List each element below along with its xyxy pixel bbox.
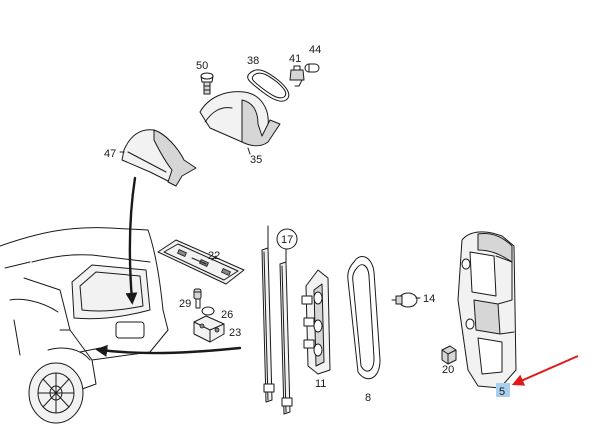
label-50: 50 bbox=[196, 60, 208, 72]
label-29: 29 bbox=[179, 298, 191, 310]
label-35: 35 bbox=[250, 154, 262, 166]
rear-wheel bbox=[28, 362, 84, 424]
label-22: 22 bbox=[208, 250, 220, 262]
part-17-seal-strips bbox=[261, 225, 293, 415]
part-8-tail-lamp-gasket bbox=[347, 256, 381, 380]
part-5-tail-lamp bbox=[457, 231, 517, 389]
label-5: 5 bbox=[499, 386, 505, 398]
label-20: 20 bbox=[442, 364, 454, 376]
part-47-cover bbox=[121, 129, 197, 187]
part-11-lamp-holder bbox=[301, 269, 331, 375]
part-26-lens bbox=[201, 306, 215, 316]
part-50-screw bbox=[200, 72, 214, 95]
car-rear-illustration bbox=[0, 227, 169, 393]
label-44: 44 bbox=[309, 44, 321, 56]
label-17: 17 bbox=[281, 234, 293, 246]
part-22-trim-bracket bbox=[157, 239, 245, 285]
part-35-brake-light-housing bbox=[199, 91, 281, 147]
label-38: 38 bbox=[247, 55, 259, 67]
label-23: 23 bbox=[229, 327, 241, 339]
label-41: 41 bbox=[289, 53, 301, 65]
label-47: 47 bbox=[104, 148, 116, 160]
pointer-arrow bbox=[511, 355, 579, 386]
label-14: 14 bbox=[423, 293, 435, 305]
part-38-gasket bbox=[247, 69, 290, 102]
leader-lines bbox=[119, 147, 421, 299]
label-8: 8 bbox=[365, 392, 371, 404]
label-26: 26 bbox=[221, 309, 233, 321]
part-41-bulb-socket bbox=[289, 65, 305, 87]
part-29-bulb-holder bbox=[193, 288, 202, 309]
part-44-bulb bbox=[304, 63, 320, 73]
callout-circle-17 bbox=[276, 228, 298, 250]
highlight-box-5 bbox=[496, 383, 510, 397]
part-14-bulb bbox=[391, 292, 418, 308]
part-20-nut bbox=[441, 345, 457, 365]
part-23-lamp-base bbox=[193, 315, 225, 343]
label-11: 11 bbox=[315, 378, 326, 390]
